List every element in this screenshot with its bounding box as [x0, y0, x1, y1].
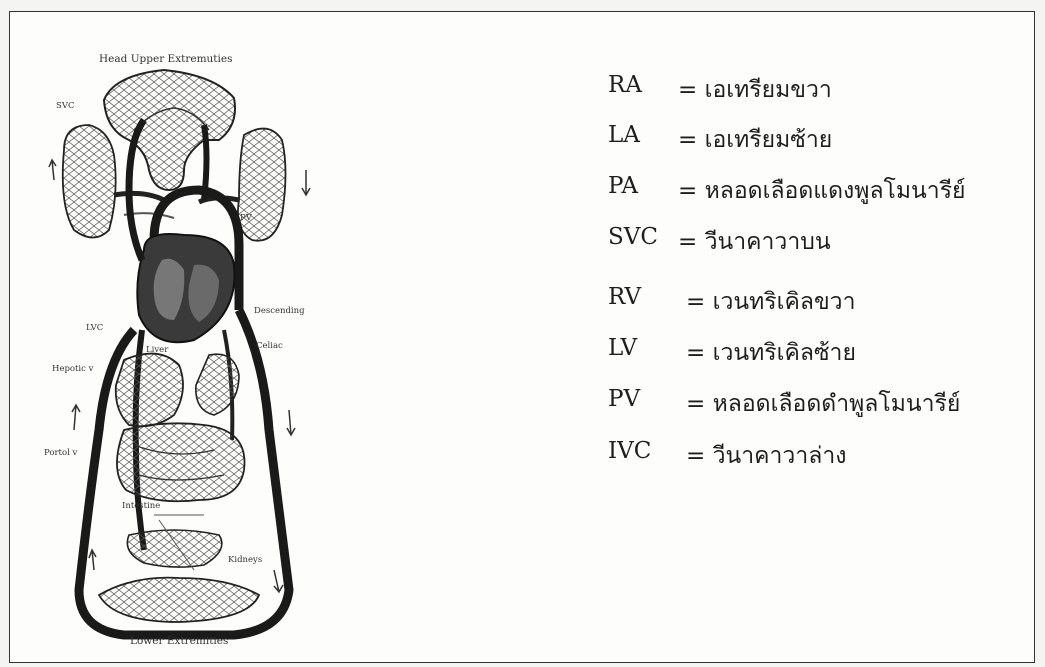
head-capillary-bed	[104, 70, 235, 190]
label-lower-extremities: Lower Extremities	[130, 635, 228, 647]
right-lung	[238, 129, 286, 241]
label-celiac: Celiac	[256, 341, 283, 351]
legend-abbr: PA	[608, 173, 638, 199]
legend-abbr: LA	[608, 122, 640, 148]
circulation-diagram: Head Upper Extremuties SVC PV Descending…	[34, 30, 324, 655]
label-lvc: LVC	[86, 323, 103, 333]
legend-abbr: LV	[608, 335, 637, 361]
legend-definition: = เวนทริเคิลซ้าย	[686, 335, 856, 371]
intestine	[117, 423, 245, 501]
legend-abbr: RV	[608, 284, 641, 310]
flow-arrow	[302, 170, 310, 195]
label-head-upper-extremities: Head Upper Extremuties	[99, 53, 233, 65]
legend-abbr: SVC	[608, 224, 658, 250]
flow-arrow	[72, 405, 80, 430]
legend-definition: = หลอดเลือดดำพูลโมนารีย์	[686, 386, 960, 422]
flow-arrow	[49, 160, 56, 180]
label-svc: SVC	[56, 101, 74, 111]
legend-abbr: PV	[608, 386, 640, 412]
legend-definition: = วีนาคาวาล่าง	[686, 438, 847, 474]
flow-arrow	[89, 550, 96, 570]
legend-definition: = เวนทริเคิลขวา	[686, 284, 856, 320]
label-portol-v: Portol v	[44, 448, 78, 458]
flow-arrow	[287, 410, 295, 435]
flow-arrow	[274, 570, 283, 592]
left-lung	[63, 125, 116, 238]
legend-definition: = วีนาคาวาบน	[678, 224, 831, 260]
legend-definition: = หลอดเลือดแดงพูลโมนารีย์	[678, 173, 966, 209]
legend-abbr: RA	[608, 72, 642, 98]
lower-extremities-capillary-bed	[99, 578, 259, 622]
label-kidneys: Kidneys	[228, 555, 262, 565]
label-descending: Descending	[254, 306, 305, 316]
legend-definition: = เอเทรียมขวา	[678, 72, 832, 108]
legend-definition: = เอเทรียมซ้าย	[678, 122, 832, 158]
liver	[116, 354, 183, 427]
label-pv: PV	[240, 213, 253, 223]
label-liver: Liver	[146, 345, 169, 355]
kidneys	[127, 530, 222, 567]
label-hepotic-v: Hepotic v	[52, 364, 94, 374]
label-intestine: Intestine	[122, 501, 160, 511]
circulation-svg: Head Upper Extremuties SVC PV Descending…	[34, 30, 324, 655]
heart	[137, 234, 234, 342]
legend-abbr: IVC	[608, 438, 651, 464]
